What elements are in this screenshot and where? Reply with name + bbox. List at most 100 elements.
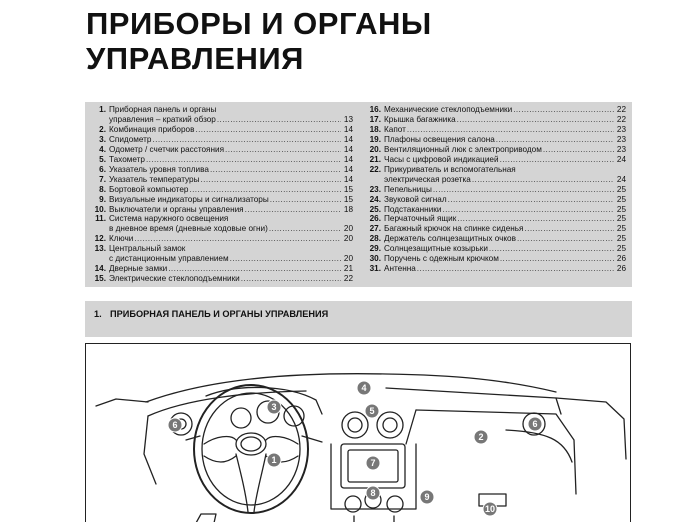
toc-entry[interactable]: 2.Комбинация приборов14 xyxy=(91,125,353,135)
toc-leader-dots xyxy=(195,125,341,135)
toc-entry-page: 25 xyxy=(616,204,626,214)
toc-entry[interactable]: 9.Визуальные индикаторы и сигнализаторы1… xyxy=(91,195,353,205)
callout-3: 3 xyxy=(266,399,282,415)
toc-entry-page: 23 xyxy=(616,144,626,154)
toc-entry-number: 14. xyxy=(94,264,106,274)
toc-entry[interactable]: 31.Антенна26 xyxy=(366,264,626,274)
toc-entry[interactable]: 30.Поручень с одежным крючком26 xyxy=(366,254,626,264)
toc-leader-dots xyxy=(217,115,341,125)
toc-entry[interactable]: 28.Держатель солнцезащитных очков25 xyxy=(366,234,626,244)
toc-entry[interactable]: 10.Выключатели и органы управления18 xyxy=(91,205,353,215)
toc-entry-page: 21 xyxy=(343,264,353,274)
callout-1: 1 xyxy=(266,452,282,468)
toc-entry-page: 22 xyxy=(616,105,626,114)
toc-entry-number: 2. xyxy=(99,124,106,134)
toc-entry-title: Центральный замок xyxy=(109,244,186,254)
toc-entry[interactable]: 3.Спидометр14 xyxy=(91,135,353,145)
toc-entry-title: Выключатели и органы управления xyxy=(109,204,244,214)
svg-text:7: 7 xyxy=(370,458,375,468)
toc-entry-number: 6. xyxy=(99,164,106,174)
toc-entry[interactable]: 7.Указатель температуры14 xyxy=(91,175,353,185)
toc-entry-number: 11. xyxy=(95,214,106,224)
toc-entry-page: 22 xyxy=(343,274,353,284)
toc-entry-page: 25 xyxy=(616,214,626,224)
toc-entry[interactable]: 20.Вентиляционный люк с электроприводом2… xyxy=(366,145,626,155)
callout-2: 2 xyxy=(473,429,489,445)
callouts: 1 2 3 4 5 6 6 xyxy=(167,380,543,517)
toc-entry[interactable]: 19.Плафоны освещения салона23 xyxy=(366,135,626,145)
svg-text:6: 6 xyxy=(172,420,177,430)
toc-entry-title: Визуальные индикаторы и сигнализаторы xyxy=(109,194,269,204)
callout-10: 10 xyxy=(482,501,498,517)
callout-6-right: 6 xyxy=(527,416,543,432)
page-title: ПРИБОРЫ И ОРГАНЫ УПРАВЛЕНИЯ xyxy=(86,6,432,76)
toc-leader-dots xyxy=(457,214,614,224)
toc-leader-dots xyxy=(152,135,341,145)
toc-entry[interactable]: 18.Капот23 xyxy=(366,125,626,135)
toc-entry-title: Комбинация приборов xyxy=(109,124,195,134)
toc-entry[interactable]: 4.Одометр / счетчик расстояния14 xyxy=(91,145,353,155)
toc-leader-dots xyxy=(230,254,341,264)
toc-leader-dots xyxy=(134,234,341,244)
toc-entry-number: 4. xyxy=(99,144,106,154)
toc-entry-number: 15. xyxy=(94,274,106,284)
toc-entry[interactable]: 6.Указатель уровня топлива14 xyxy=(91,165,353,175)
toc-leader-dots xyxy=(270,195,341,205)
toc-entry-page: 20 xyxy=(343,224,353,234)
toc-entry-page: 15 xyxy=(343,194,353,204)
toc-leader-dots xyxy=(200,175,341,185)
toc-entry-number: 27. xyxy=(369,224,381,234)
toc-entry[interactable]: 29.Солнцезащитные козырьки25 xyxy=(366,244,626,254)
toc-entry[interactable]: 25.Подстаканники25 xyxy=(366,205,626,215)
toc-entry[interactable]: 27.Багажный крючок на спинке сиденья25 xyxy=(366,224,626,234)
toc-entry[interactable]: 24.Звуковой сигнал25 xyxy=(366,195,626,205)
toc-entry-title: в дневное время (дневные ходовые огни) xyxy=(109,224,268,234)
toc-entry-number: 26. xyxy=(369,214,381,224)
toc-entry-page: 25 xyxy=(616,244,626,254)
toc-entry-title: Дверные замки xyxy=(109,264,168,274)
toc-entry-title: Перчаточный ящик xyxy=(384,214,457,224)
toc-entry[interactable]: 5.Тахометр14 xyxy=(91,155,353,165)
toc-entry[interactable]: 12.Ключи 20 xyxy=(91,234,353,244)
toc-leader-dots xyxy=(417,264,614,274)
toc-entry-title: Ключи xyxy=(109,234,134,244)
toc-entry-page: 25 xyxy=(616,194,626,204)
toc-entry[interactable]: 21.Часы с цифровой индикацией24 xyxy=(366,155,626,165)
toc-entry-title: Электрические стеклоподъемники xyxy=(109,274,240,284)
toc-entry-number: 12. xyxy=(94,234,106,244)
svg-text:3: 3 xyxy=(271,402,276,412)
toc-leader-dots xyxy=(472,175,614,185)
toc-entry-number: 13. xyxy=(94,244,106,254)
svg-text:2: 2 xyxy=(478,432,483,442)
toc-entry-page: 15 xyxy=(343,184,353,194)
toc-entry[interactable]: 14.Дверные замки 21 xyxy=(91,264,353,274)
toc-entry[interactable]: 17.Крышка багажника22 xyxy=(366,115,626,125)
toc-entry-number: 3. xyxy=(99,134,106,144)
toc-entry-title: управления – краткий обзор xyxy=(109,114,216,124)
toc-leader-dots xyxy=(433,185,614,195)
toc-entry-title: Поручень с одежным крючком xyxy=(384,254,499,264)
toc-entry-page: 23 xyxy=(616,134,626,144)
callout-6-left: 6 xyxy=(167,417,183,433)
toc-entry[interactable]: 26.Перчаточный ящик 25 xyxy=(366,214,626,224)
toc-entry-page: 14 xyxy=(343,164,353,174)
toc-entry[interactable]: 23.Пепельницы25 xyxy=(366,185,626,195)
toc-entry-number: 18. xyxy=(369,124,381,134)
toc-entry-title: Приборная панель и органы xyxy=(109,105,217,114)
toc-entry-page: 26 xyxy=(616,264,626,274)
toc-entry-title: Бортовой компьютер xyxy=(109,184,189,194)
svg-text:5: 5 xyxy=(369,406,374,416)
toc-entry-page: 20 xyxy=(343,234,353,244)
toc-entry-title: Спидометр xyxy=(109,134,152,144)
toc-entry[interactable]: 16.Механические стеклоподъемники22 xyxy=(366,105,626,115)
toc-entry[interactable]: 15.Электрические стеклоподъемники 22 xyxy=(91,274,353,284)
toc-leader-dots xyxy=(241,274,341,284)
callout-7: 7 xyxy=(365,455,381,471)
toc-leader-dots xyxy=(513,105,614,115)
toc-entry[interactable]: 8.Бортовой компьютер15 xyxy=(91,185,353,195)
